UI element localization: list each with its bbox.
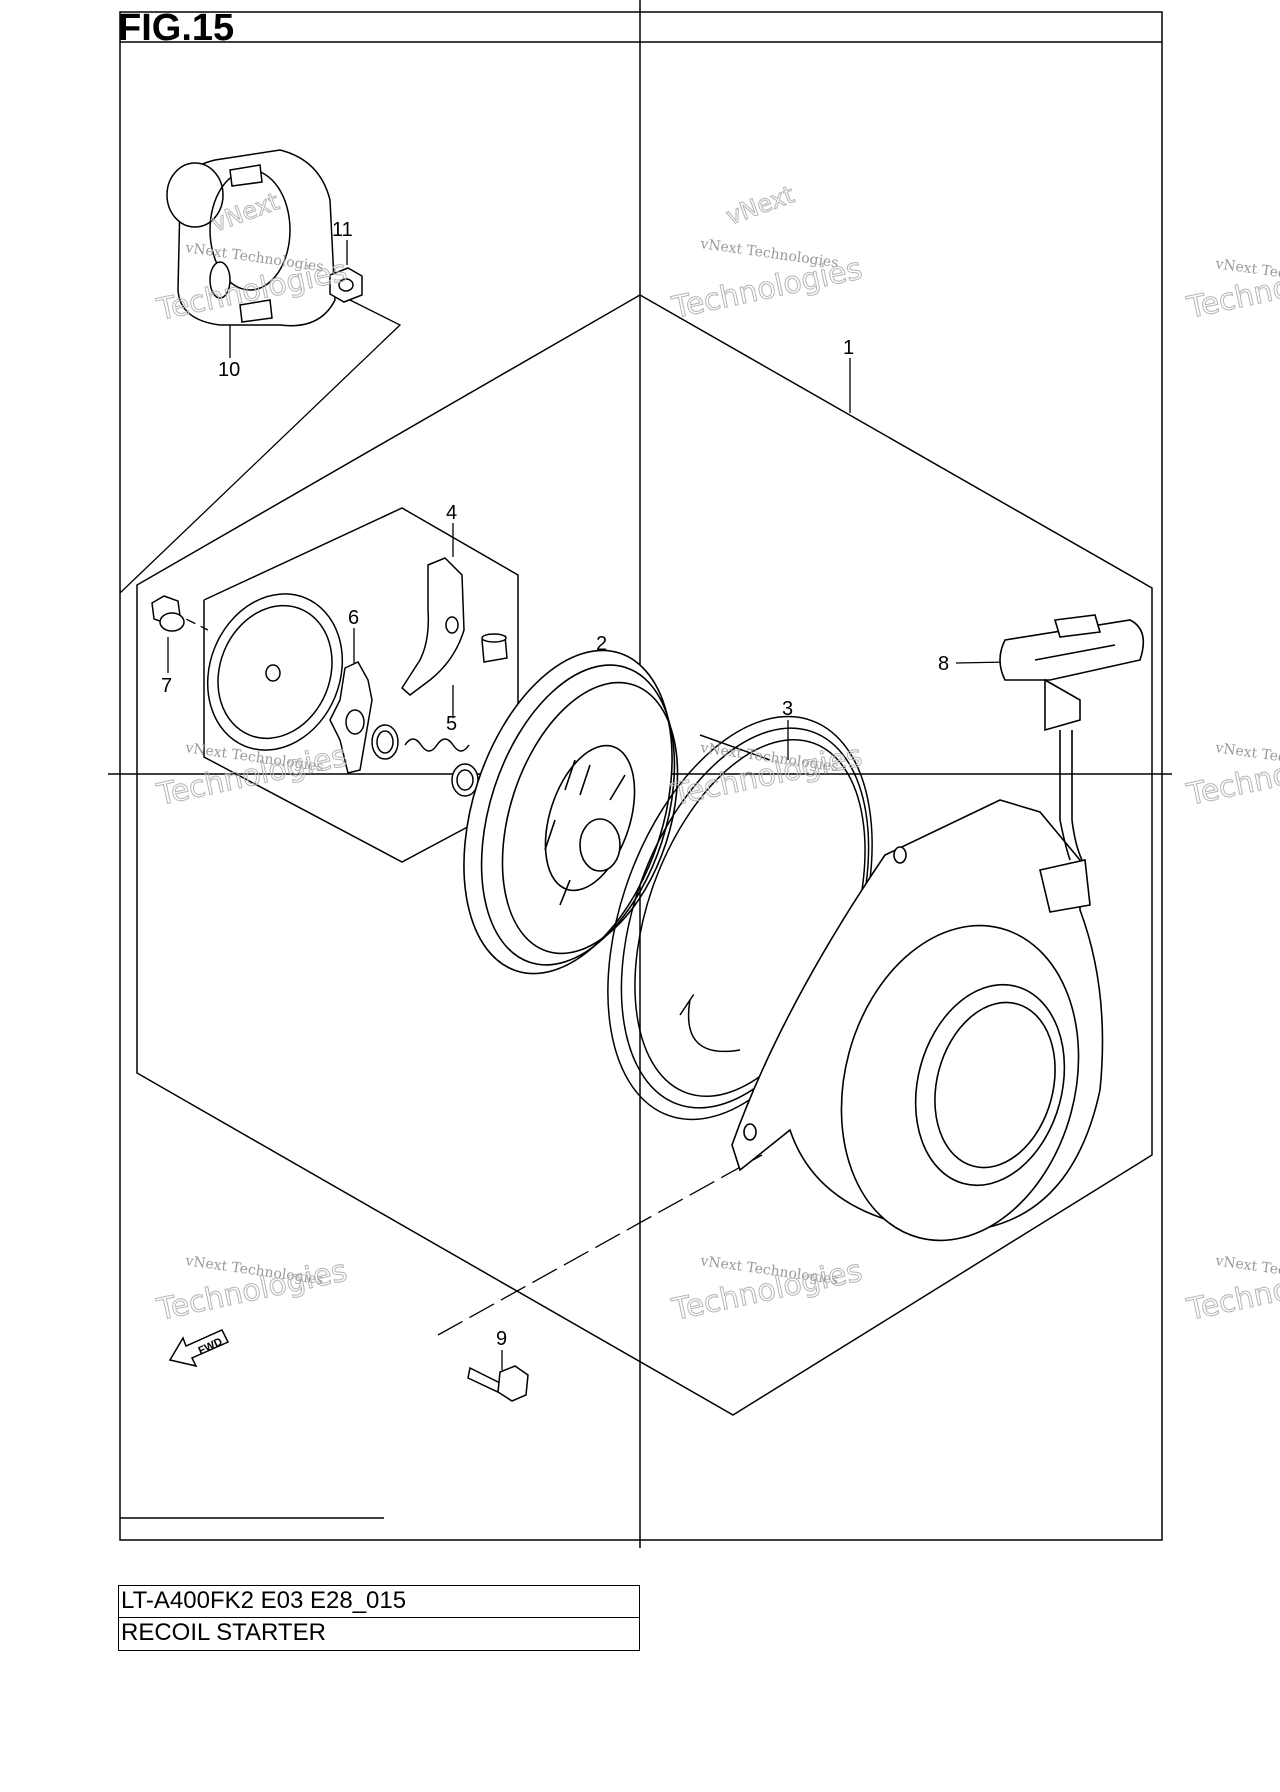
watermark-2: vNext Technologies Technologies vNext [668, 180, 866, 327]
callout-6: 6 [348, 607, 359, 629]
watermark-3: vNext Technologies Technologies [1183, 251, 1280, 327]
watermarks: vNext Technologies Technologies vNext vN… [153, 180, 1280, 1329]
bolt-part-7 [151, 595, 185, 632]
callout-1: 1 [843, 337, 854, 359]
reel-part-2 [463, 649, 679, 975]
starter-handle-part-8 [999, 614, 1145, 861]
figure-label: FIG.15 [118, 7, 234, 49]
callout-2: 2 [596, 633, 607, 655]
nut-part-11 [329, 267, 363, 303]
guide-part-6 [329, 661, 373, 774]
pin [481, 633, 508, 663]
watermark-4: vNext Technologies Technologies [153, 738, 351, 814]
callout-11: 11 [332, 219, 353, 241]
watermark-6: vNext Technologies Technologies [1183, 738, 1280, 814]
callouts: 1 2 3 4 5 6 7 8 9 10 11 [161, 219, 949, 1350]
diagram-frame [108, 0, 1172, 1548]
ratchet-part-4 [401, 557, 465, 696]
watermark-9: vNext Technologies Technologies [1183, 1253, 1280, 1329]
svg-text:vNext: vNext [722, 180, 797, 230]
screw-part-9 [467, 1365, 529, 1402]
friction-plate [206, 593, 344, 751]
watermark-8: vNext Technologies Technologies [668, 1253, 866, 1329]
svg-text:Technologies: Technologies [668, 252, 865, 327]
callout-8: 8 [938, 653, 949, 675]
spring-and-washers [371, 724, 479, 797]
callout-9: 9 [496, 1328, 507, 1350]
callout-10: 10 [218, 359, 240, 381]
watermark-5: vNext Technologies Technologies [668, 738, 866, 814]
starter-case [731, 799, 1104, 1242]
callout-7: 7 [161, 675, 172, 697]
callout-4: 4 [446, 502, 457, 524]
callout-5: 5 [446, 713, 457, 735]
leader-lines [119, 240, 1009, 1370]
diagram-title-cell: RECOIL STARTER [118, 1617, 640, 1651]
watermark-7: vNext Technologies Technologies [153, 1253, 351, 1329]
starter-pulley-part-10 [166, 149, 336, 327]
fwd-arrow: FWD [168, 1329, 230, 1368]
callout-3: 3 [782, 698, 793, 720]
model-code-cell: LT-A400FK2 E03 E28_015 [118, 1585, 640, 1618]
